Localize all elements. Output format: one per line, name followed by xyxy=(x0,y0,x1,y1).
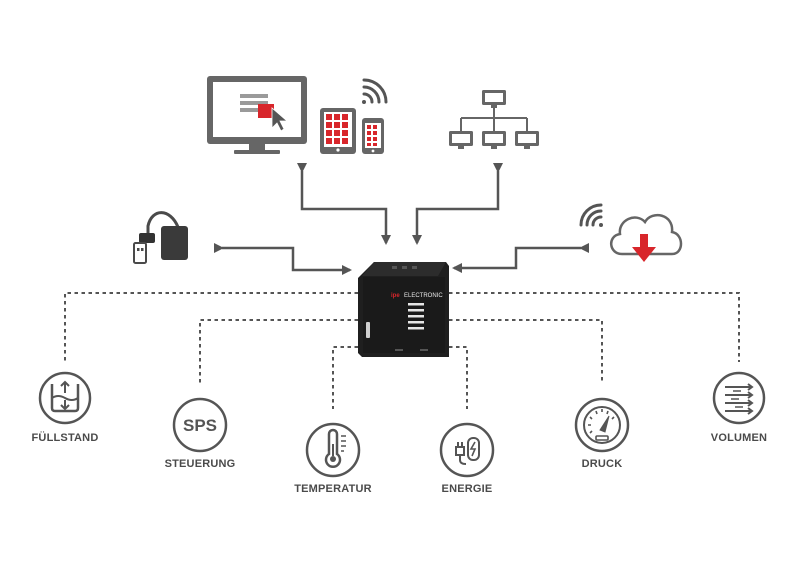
network-icon xyxy=(449,90,539,149)
connection-arrows xyxy=(214,163,589,275)
label-druck: DRUCK xyxy=(582,458,623,470)
label-energie: ENERGIE xyxy=(442,483,493,495)
phone-icon xyxy=(362,118,384,154)
ipe-device: ipe ELECTRONIC xyxy=(358,262,449,357)
line-volumen xyxy=(449,292,740,362)
arrow-usb-device xyxy=(214,243,352,275)
label-steuerung: STEUERUNG xyxy=(165,458,236,470)
tablet-icon xyxy=(320,108,356,154)
energy-plug-icon xyxy=(439,422,495,478)
line-energie xyxy=(449,346,468,409)
sps-icon-text: SPS xyxy=(183,416,217,435)
thermometer-icon xyxy=(305,422,361,478)
arrow-cloud-device xyxy=(452,243,589,273)
label-volumen: VOLUMEN xyxy=(711,432,767,444)
wifi-icon xyxy=(362,78,388,104)
device-brand-mark: ipe xyxy=(391,293,400,299)
sensor-lines xyxy=(64,292,740,409)
line-druck xyxy=(449,319,603,383)
line-steuerung xyxy=(199,319,358,383)
device-brand-text: ELECTRONIC xyxy=(404,293,443,299)
level-tank-icon xyxy=(38,371,92,425)
usb-stick-icon xyxy=(133,211,188,264)
pressure-gauge-icon xyxy=(574,397,630,453)
arrow-network-device xyxy=(412,163,503,245)
cloud-download-icon xyxy=(579,203,683,262)
arrow-computer-device xyxy=(297,163,391,245)
label-fuellstand: FÜLLSTAND xyxy=(32,431,99,444)
sps-icon: SPS xyxy=(172,397,228,453)
line-temperatur xyxy=(332,346,358,409)
line-fuellstand xyxy=(64,292,358,362)
volume-flow-icon xyxy=(712,371,766,425)
label-temperatur: TEMPERATUR xyxy=(294,483,372,495)
monitor-icon xyxy=(207,76,307,154)
